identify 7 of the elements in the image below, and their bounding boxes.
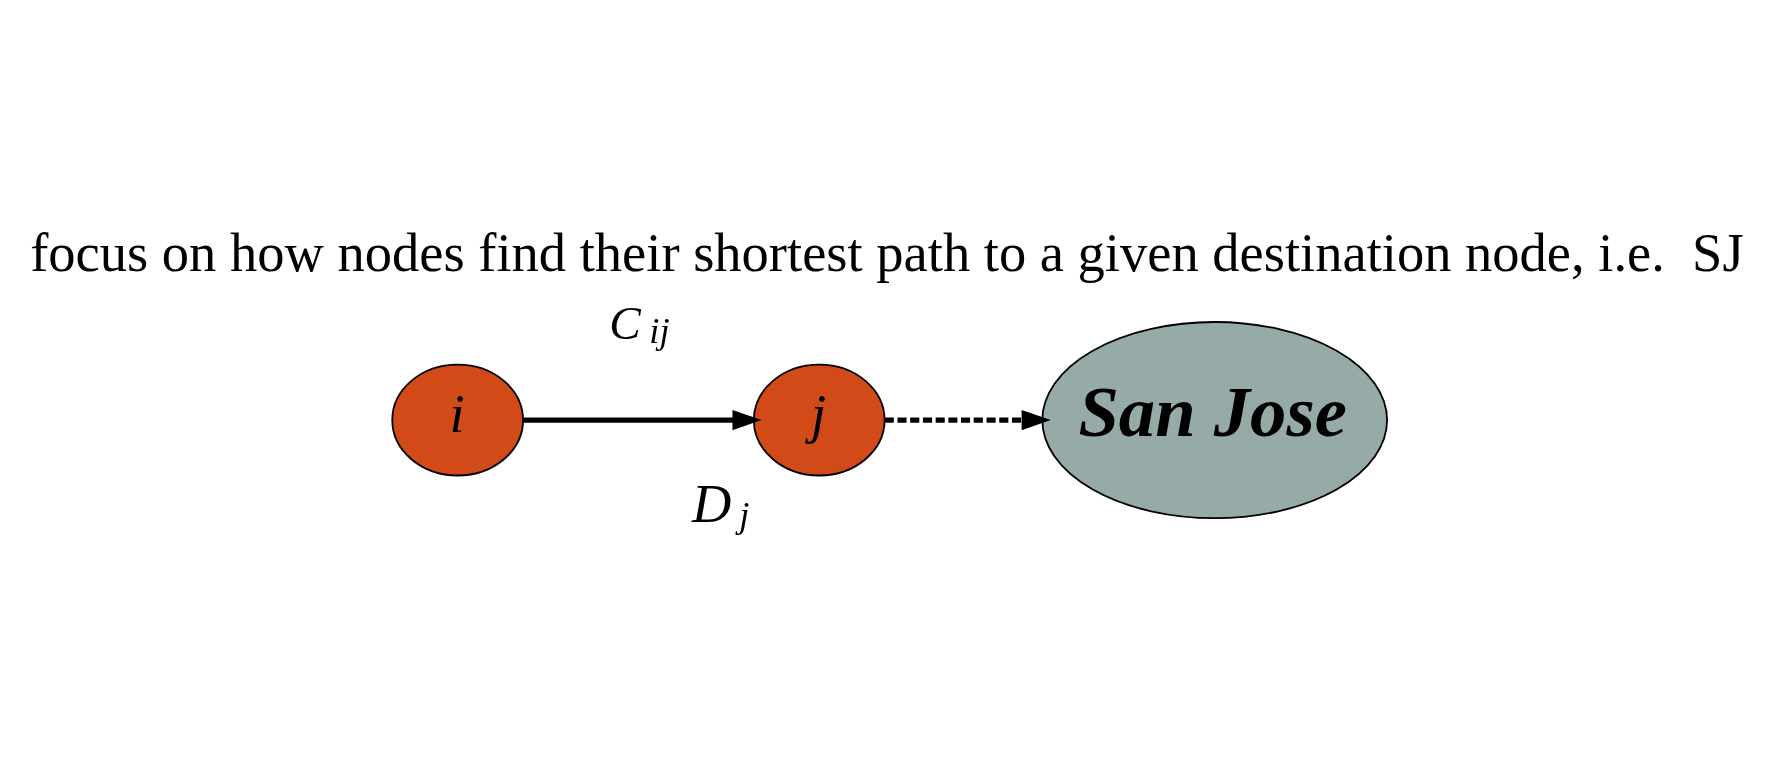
arrow [884, 409, 1051, 430]
node-ellipse: San Jose [1041, 320, 1388, 519]
node-ellipse: i [391, 363, 524, 476]
node-ellipse: j [752, 363, 886, 476]
node-label: Dj [692, 472, 750, 535]
arrow [523, 409, 762, 430]
diagram-title: focus on how nodes find their shortest path to a given destination node, i.e. SJ [30, 221, 1744, 283]
